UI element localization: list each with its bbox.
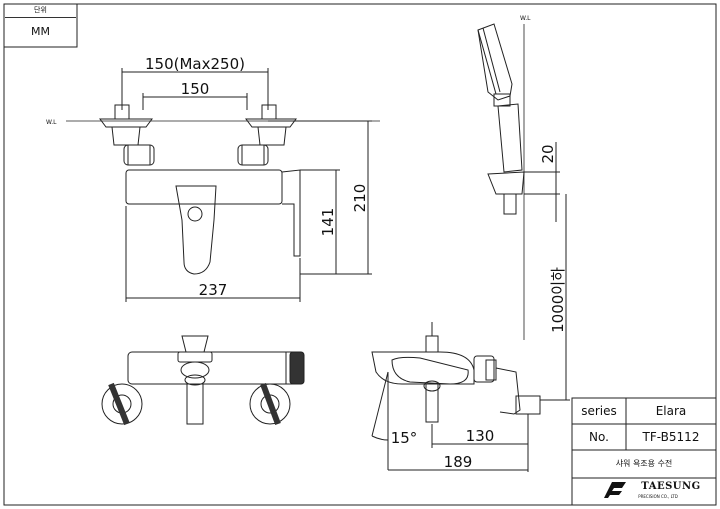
front-view (66, 68, 380, 302)
unit-box-value: MM (31, 25, 50, 38)
unit-box-frame (3, 3, 78, 48)
dim-189: 189 (444, 453, 473, 471)
brand-name: TAESUNG (641, 481, 701, 492)
hand-shower-view (477, 23, 570, 401)
sheet-border (3, 3, 717, 506)
brand-logo (604, 482, 626, 498)
dim-20: 20 (539, 144, 557, 163)
dim-141: 141 (319, 208, 337, 237)
brand-subtitle: PRECISION CO., LTD (638, 494, 678, 499)
title-block-frame (571, 397, 717, 506)
unit-box-header: 단위 (5, 4, 76, 18)
side-view (371, 322, 541, 472)
dim-150-max250: 150(Max250) (145, 55, 245, 73)
product-description: 샤워 욕조용 수전 (615, 459, 673, 468)
dim-210: 210 (351, 184, 369, 213)
dim-15-degree: 15° (391, 429, 418, 447)
wl-label-front: W.L (46, 119, 57, 126)
wl-label-side: W.L (520, 15, 531, 22)
series-value: Elara (655, 404, 687, 418)
model-number: TF-B5112 (642, 430, 700, 444)
top-view (101, 335, 305, 426)
dim-237: 237 (199, 281, 228, 299)
dim-150: 150 (181, 80, 210, 98)
no-label: No. (589, 430, 609, 444)
dim-1000: 1000이하 (549, 267, 567, 333)
series-label: series (581, 404, 617, 418)
dim-130: 130 (466, 427, 495, 445)
